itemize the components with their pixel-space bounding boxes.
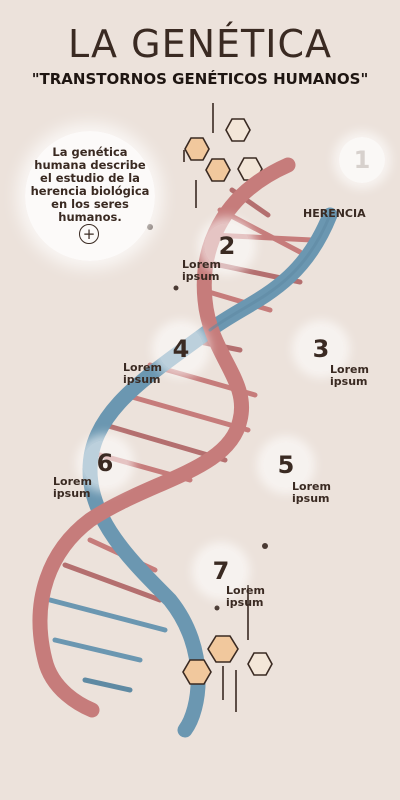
hexagon-icon [247,652,273,676]
step-4-number: 4 [158,326,204,372]
step-1-label: HERENCIA [303,207,366,220]
hexagon-icon [207,635,239,663]
decorative-dots [147,224,268,611]
step-4-label: Lorem ipsum [123,361,162,386]
intro-text: La genética humana describe el estudio d… [30,145,150,224]
step-2-number: 2 [204,223,250,269]
step-6-label: Lorem ipsum [53,475,92,500]
hexagon-icon [184,137,210,161]
page-title: LA GENÉTICA [68,22,332,66]
step-7-label: Lorem ipsum [226,584,265,609]
hexagon-icon [225,118,251,142]
hexagon-cluster-bottom [182,585,273,712]
step-2-label: Lorem ipsum [182,258,221,283]
step-3-label: Lorem ipsum [330,363,369,388]
page-subtitle: "TRANSTORNOS GENÉTICOS HUMANOS" [31,70,369,88]
hexagon-cluster-top [183,103,263,208]
hexagon-icon [182,659,212,685]
step-3-number: 3 [298,326,344,372]
plus-icon[interactable]: + [79,224,99,244]
step-1-number: 1 [339,137,385,183]
step-5-label: Lorem ipsum [292,480,331,505]
step-6-number: 6 [82,440,128,486]
step-5-number: 5 [263,442,309,488]
hexagon-icon [205,158,231,182]
step-7-number: 7 [198,548,244,594]
